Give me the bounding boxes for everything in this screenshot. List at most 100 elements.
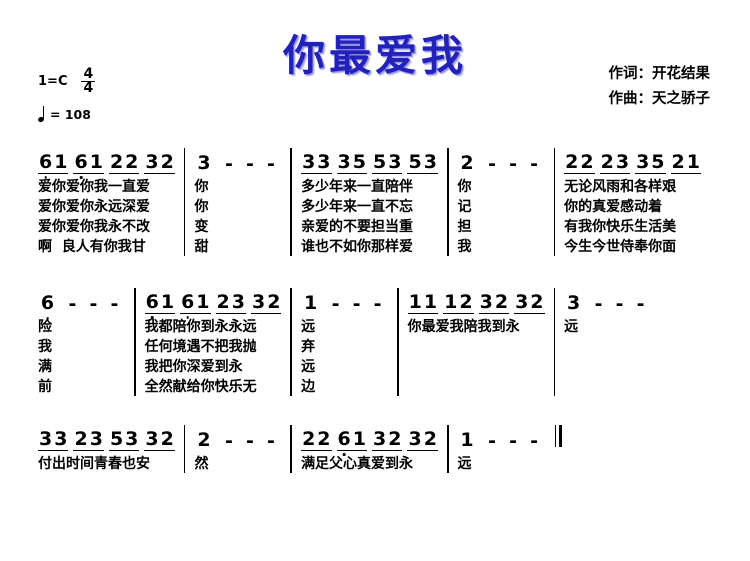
note-3[interactable]: 3 [145,151,159,173]
lyric-line: 前 [38,379,52,396]
note-3[interactable]: 3 [337,151,351,173]
note-6[interactable]: 6 [73,153,88,179]
note-2[interactable]: 2 [267,291,281,313]
key-and-tempo-block: 1=C 4 4 = 108 [37,66,96,123]
note-5[interactable]: 5 [651,151,665,173]
note-2[interactable]: 2 [197,429,211,451]
note-3[interactable]: 3 [145,428,159,450]
note-2[interactable]: 2 [565,151,579,173]
note-3[interactable]: 3 [388,151,402,173]
note-5[interactable]: 5 [408,151,422,173]
note-2[interactable]: 2 [302,428,316,450]
note-3[interactable]: 3 [197,152,211,174]
note-1[interactable]: 1 [196,291,210,313]
barline [553,148,556,257]
note-3[interactable]: 3 [373,428,387,450]
note-6[interactable]: 6 [38,294,57,320]
note-6[interactable]: 6 [337,430,352,456]
note-2[interactable]: 2 [459,291,473,313]
note-3[interactable]: 3 [89,428,103,450]
composer-credit: 作曲：天之骄子 [608,91,711,108]
note-2[interactable]: 2 [160,428,174,450]
lyric-block: 满足父心真爱到永 [301,456,413,473]
note-3[interactable]: 3 [125,428,139,450]
note-1[interactable]: 1 [160,291,175,313]
sustain-dash: - [331,293,340,315]
note-3[interactable]: 3 [39,428,53,450]
lyric-line: 你的真爱感动着 [564,199,663,216]
note-1[interactable]: 1 [89,151,103,173]
note-1[interactable]: 1 [303,292,318,314]
note-2[interactable]: 2 [160,151,174,173]
note-1[interactable]: 1 [686,151,700,173]
note-3[interactable]: 3 [252,291,266,313]
lyric-line: 今生今世侍奉你面 [564,239,677,256]
note-2[interactable]: 2 [460,152,474,174]
note-2[interactable]: 2 [74,428,88,450]
measure: 6---险我满前 [38,288,125,396]
note-1[interactable]: 1 [460,429,474,451]
note-3[interactable]: 3 [636,151,650,173]
note-2[interactable]: 2 [216,291,230,313]
measure: 1---远 [458,425,545,473]
lyric-line: 远 [301,319,316,335]
note-1[interactable]: 1 [423,291,438,313]
lyric-line: 我 [38,339,52,356]
lyric-block: 然 [194,456,208,473]
note-3[interactable]: 3 [302,151,316,173]
note-2[interactable]: 2 [125,151,139,173]
note-3[interactable]: 3 [423,151,437,173]
sustain-dash: - [636,293,645,315]
sustain-dash: - [267,153,275,175]
time-signature-numerator: 4 [81,66,96,82]
note-6[interactable]: 6 [38,153,53,179]
note-1[interactable]: 1 [352,428,366,450]
note-3[interactable]: 3 [515,291,529,313]
note-2[interactable]: 2 [423,428,437,450]
note-2[interactable]: 2 [494,291,509,313]
note-2[interactable]: 2 [317,428,331,450]
sustain-dash: - [89,293,98,315]
lyric-line: 任何境遇不把我抛 [144,339,257,356]
low-octave-dot [150,316,154,319]
note-2[interactable]: 2 [530,291,544,313]
note-1[interactable]: 1 [54,151,68,173]
note-3[interactable]: 3 [567,292,581,314]
note-1[interactable]: 1 [408,291,422,313]
measure: 1---远弃远边 [301,288,388,396]
note-group: 1 [301,294,320,314]
note-5[interactable]: 5 [109,428,124,450]
lyric-line: 付出时间青春也安 [38,456,150,472]
barline [446,425,449,474]
note-5[interactable]: 5 [373,151,387,173]
note-2[interactable]: 2 [671,151,685,173]
note-2[interactable]: 2 [580,151,594,173]
note-6[interactable]: 6 [180,293,195,319]
note-2[interactable]: 2 [600,151,614,173]
note-3[interactable]: 3 [231,291,245,313]
note-3[interactable]: 3 [408,428,422,450]
lyric-line: 记 [457,199,472,216]
note-3[interactable]: 3 [317,151,331,173]
note-6[interactable]: 6 [145,293,160,319]
note-3[interactable]: 3 [615,151,630,173]
sustain-dash: - [225,153,233,175]
lyric-line: 边 [301,379,316,396]
note-row: 1--- [301,288,388,314]
sustain-dash: - [267,430,275,452]
note-5[interactable]: 5 [352,151,366,173]
lyric-line: 全然献给你快乐无 [144,379,257,396]
note-3[interactable]: 3 [479,291,493,313]
note-2[interactable]: 2 [109,151,124,173]
note-row: 3--- [194,148,281,174]
note-3[interactable]: 3 [54,428,68,450]
barline [290,425,293,474]
note-2[interactable]: 2 [388,428,402,450]
note-1[interactable]: 1 [444,291,458,313]
